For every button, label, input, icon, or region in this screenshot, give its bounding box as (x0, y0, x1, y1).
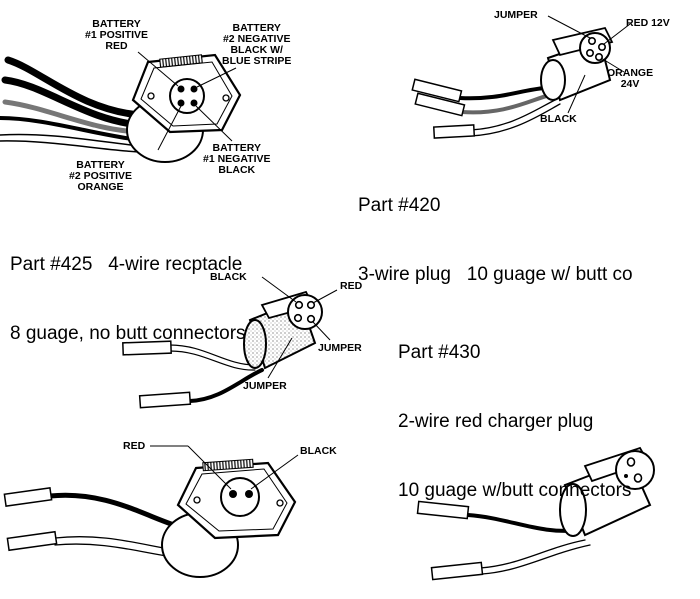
part-430-plug (122, 276, 338, 409)
label-bottom-left-black: BLACK (300, 445, 337, 457)
bottom-left-receptacle (3, 445, 299, 578)
label-part-430-red: RED (340, 280, 363, 292)
part-420-butt-connector (411, 78, 463, 103)
label-part-420-orange-24v: ORANGE 24V (607, 67, 654, 90)
label-battery-2-negative-black-blue: BATTERY #2 NEGATIVE BLACK W/ BLUE STRIPE (222, 22, 292, 67)
label-battery-2-positive-orange: BATTERY #2 POSITIVE ORANGE (69, 159, 133, 193)
part-420-caption: Part #420 3-wire plug 10 guage w/ butt c… (358, 195, 633, 285)
label-part-430-jumper-right: JUMPER (318, 342, 362, 354)
part-430-wires (169, 344, 264, 403)
label-battery-1-positive-red: BATTERY #1 POSITIVE RED (85, 18, 149, 52)
label-part-430-jumper-bottom: JUMPER (243, 380, 287, 392)
bottom-right-butt-connector (416, 500, 470, 520)
label-battery-1-negative-black: BATTERY #1 NEGATIVE BLACK (203, 142, 271, 176)
part-420-plug (411, 15, 631, 139)
part-425-receptacle (0, 51, 242, 163)
part-420-wires (458, 86, 561, 137)
part-430-butt-connector (122, 340, 172, 356)
part-420-butt-connector (414, 92, 466, 117)
bottom-right-butt-connector (430, 561, 484, 581)
label-part-420-jumper: JUMPER (494, 9, 538, 21)
label-bottom-left-red: RED (123, 440, 146, 452)
bottom-left-butt-connector (6, 530, 58, 552)
part-430-caption: Part #430 2-wire red charger plug 10 gua… (398, 342, 632, 501)
bottom-right-plug (416, 446, 655, 581)
bottom-left-butt-connector (3, 487, 53, 507)
part-425-caption: Part #425 4-wire recptacle 8 guage, no b… (10, 254, 246, 344)
part-420-butt-connector (432, 124, 476, 139)
label-part-420-black: BLACK (540, 113, 577, 125)
part-430-butt-connector (138, 391, 192, 409)
part-425-wires (0, 56, 144, 153)
label-part-430-black: BLACK (210, 271, 247, 283)
label-part-420-red-12v: RED 12V (626, 17, 670, 29)
